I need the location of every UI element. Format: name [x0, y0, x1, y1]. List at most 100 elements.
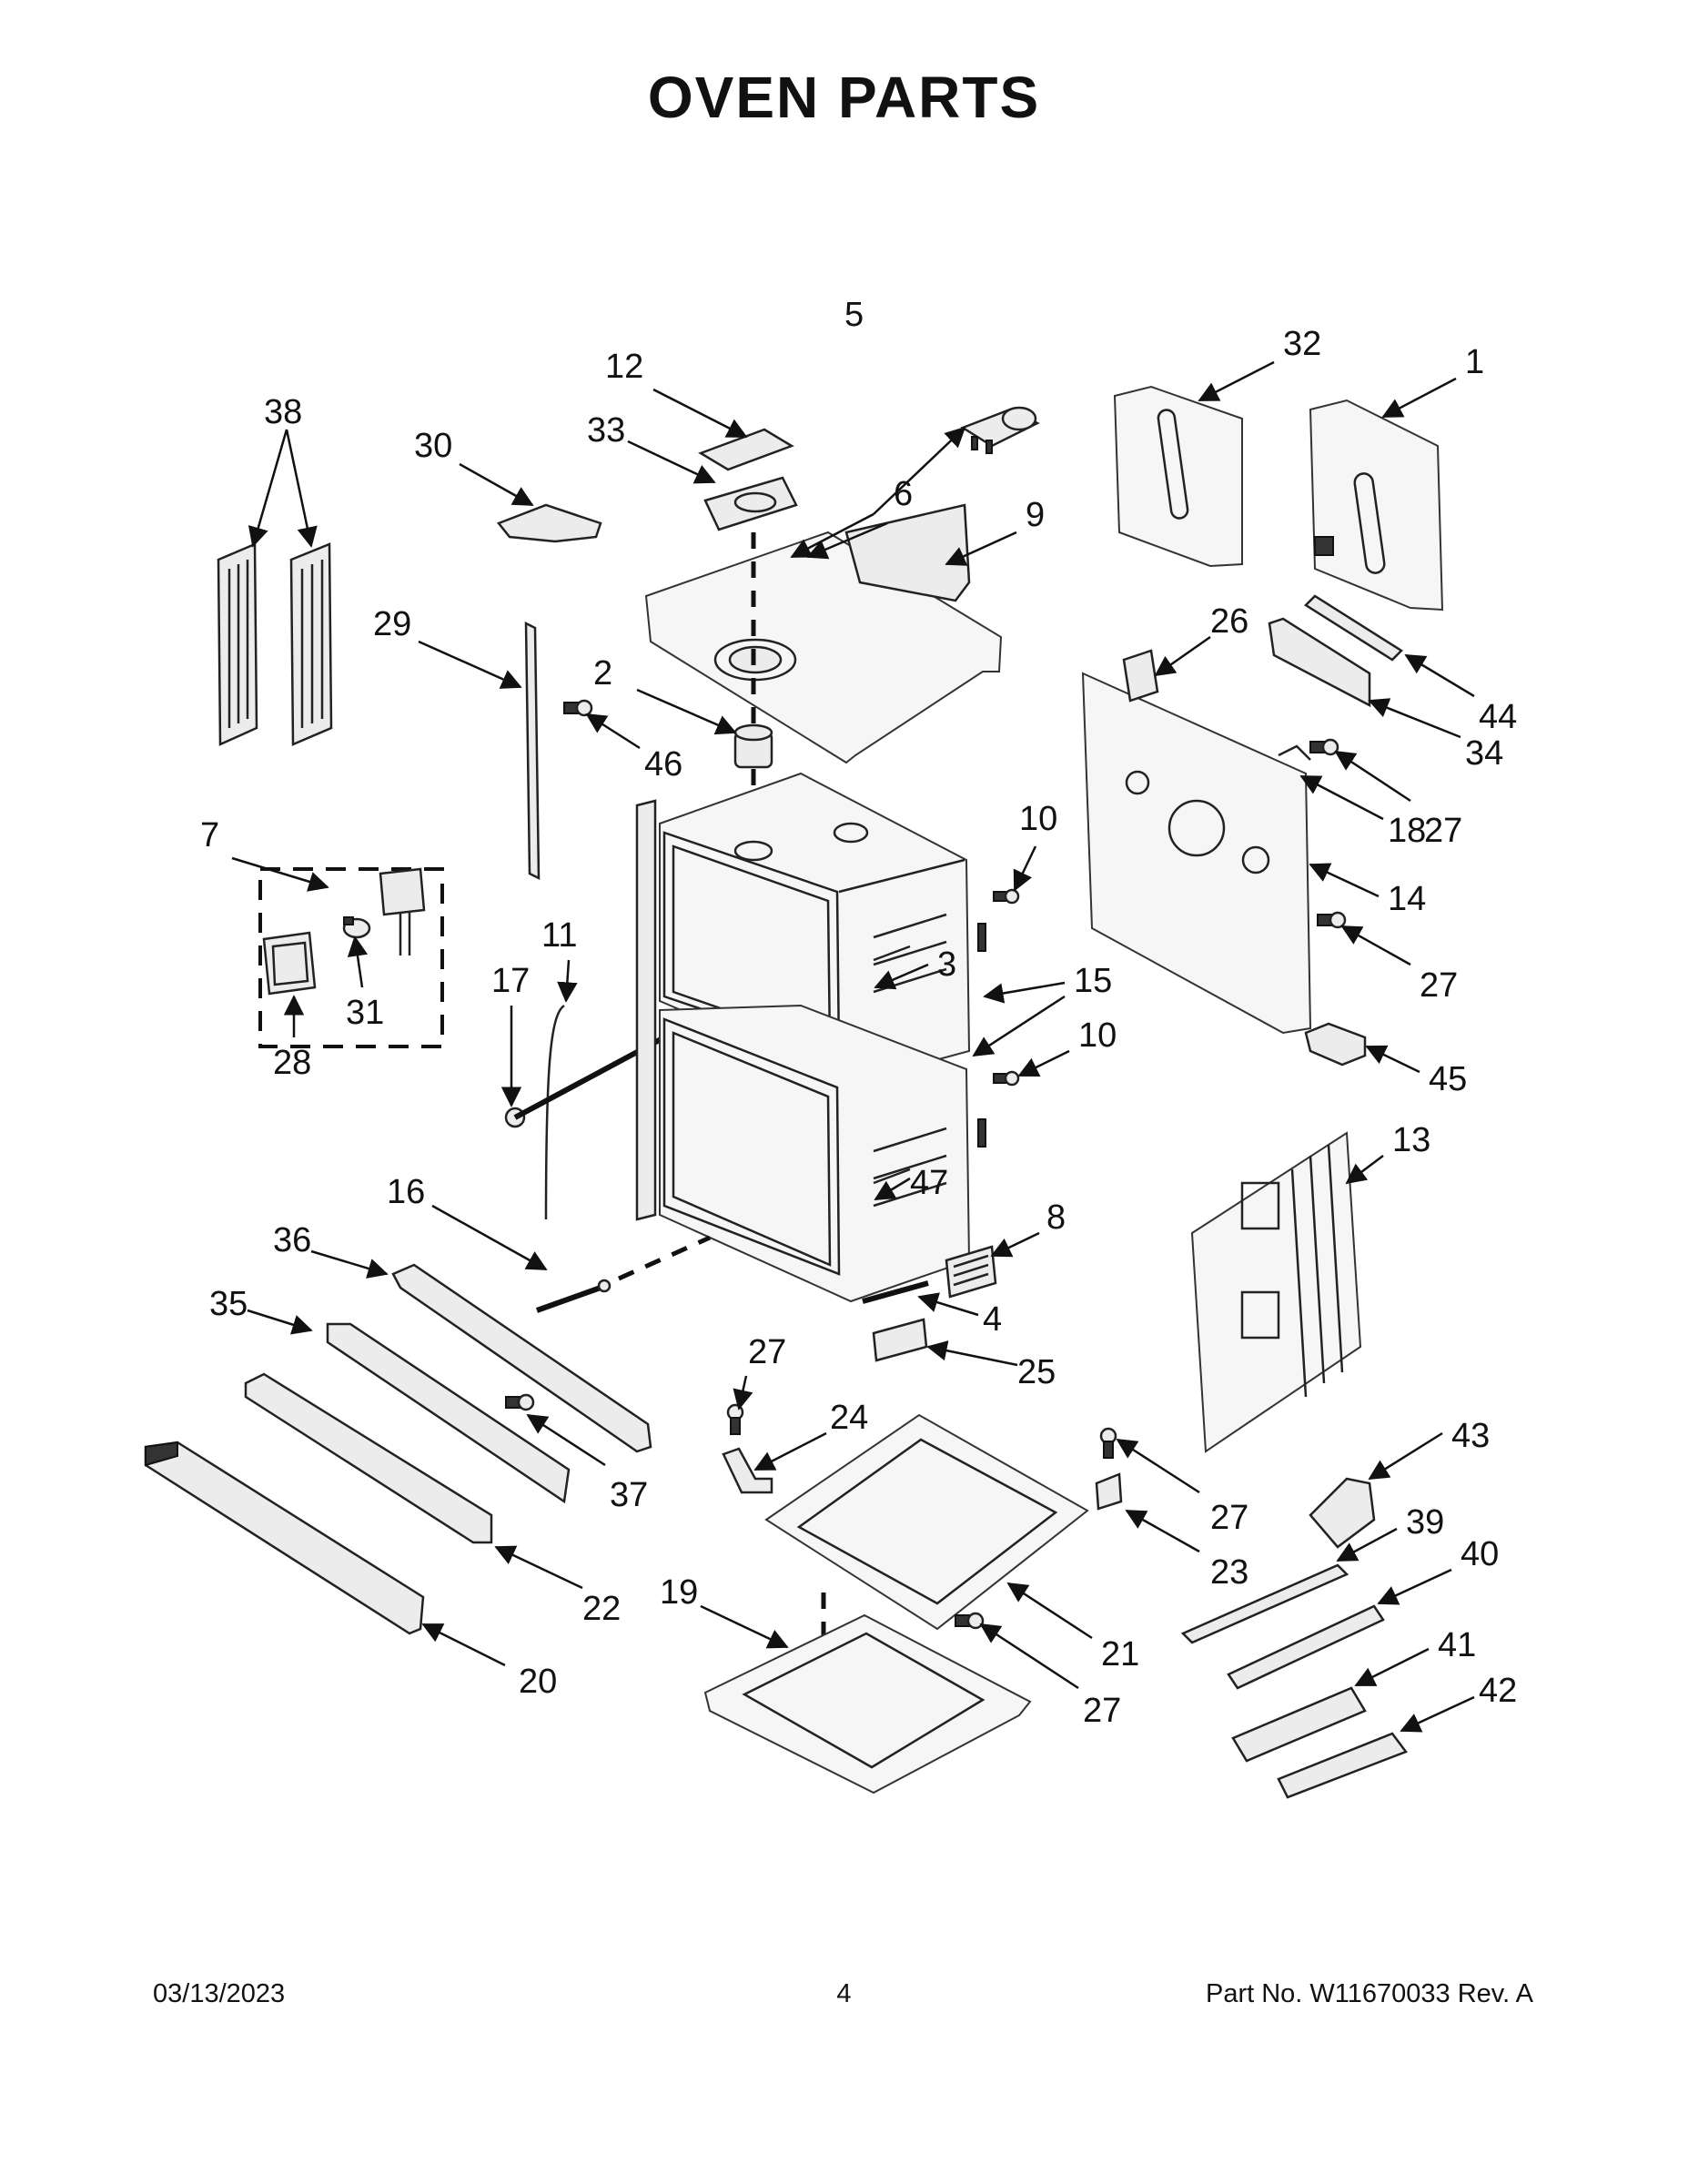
part-14-rear-panel — [1081, 672, 1312, 1035]
footer-date: 03/13/2023 — [153, 1979, 286, 2008]
part-38-oven-rack-slides — [217, 542, 333, 746]
footer-part-number: Part No. W11670033 Rev. A — [1205, 1979, 1533, 2008]
callout-7: 7 — [200, 816, 219, 854]
callout-24: 24 — [830, 1399, 868, 1437]
part-27-screw-b — [955, 1612, 985, 1630]
part-4-element — [862, 1280, 929, 1304]
part-32-side-panel — [1113, 385, 1243, 568]
part-19-bottom-panel — [703, 1613, 1032, 1795]
part-16-hinge-rod — [535, 1279, 612, 1313]
callout-36: 36 — [273, 1221, 311, 1259]
part-7-kit-group — [258, 867, 444, 1048]
part-34-bracket — [1268, 617, 1371, 708]
callout-43: 43 — [1451, 1417, 1490, 1455]
part-29-trim — [524, 621, 541, 881]
callout-41: 41 — [1438, 1626, 1476, 1664]
oven-cavity-body — [635, 772, 986, 1303]
callout-3: 3 — [937, 945, 956, 984]
part-9-duct — [844, 503, 971, 602]
callout-6: 6 — [894, 475, 913, 513]
callout-35: 35 — [209, 1285, 248, 1323]
callout-27d: 27 — [1424, 812, 1462, 850]
callout-11: 11 — [541, 916, 577, 955]
callout-25: 25 — [1017, 1353, 1056, 1391]
callout-10a: 10 — [1019, 800, 1057, 838]
leader-arrows — [231, 360, 1475, 1733]
callout-1: 1 — [1465, 343, 1484, 381]
part-22-trim — [244, 1372, 493, 1544]
part-41-duct — [1231, 1686, 1367, 1763]
callout-34: 34 — [1465, 734, 1503, 773]
part-37-screw — [505, 1393, 535, 1411]
callout-28: 28 — [273, 1044, 311, 1082]
callout-9: 9 — [1026, 496, 1045, 534]
part-1-side-panel — [1309, 399, 1444, 612]
callout-12: 12 — [605, 348, 643, 386]
part-43-cover — [1309, 1477, 1376, 1549]
callout-40: 40 — [1461, 1535, 1499, 1573]
part-40-trim — [1227, 1604, 1385, 1690]
part-13-insulation-panel — [1190, 1131, 1362, 1453]
part-7-sensor — [379, 867, 426, 956]
part-3-rack-support — [873, 945, 911, 962]
callout-46: 46 — [644, 745, 682, 784]
part-18-gasket — [1278, 744, 1311, 761]
callout-16: 16 — [387, 1173, 425, 1211]
part-11-wire-harness — [544, 1004, 565, 1220]
part-21-bottom-tray — [764, 1413, 1089, 1631]
part-46-screw — [563, 699, 593, 717]
part-36-trim — [391, 1263, 652, 1453]
callout-45: 45 — [1429, 1060, 1467, 1098]
callout-42: 42 — [1479, 1672, 1517, 1710]
part-2-blower-motor — [733, 723, 773, 769]
callout-29: 29 — [373, 605, 411, 643]
callout-15: 15 — [1074, 962, 1112, 1000]
part-28-light-lens — [262, 931, 317, 996]
part-44-strip — [1304, 594, 1403, 662]
callout-37: 37 — [610, 1476, 648, 1514]
part-23-bracket — [1095, 1472, 1123, 1511]
callout-32: 32 — [1283, 325, 1321, 363]
callout-33: 33 — [587, 411, 625, 450]
callout-38: 38 — [264, 393, 302, 431]
part-45-bracket — [1304, 1022, 1367, 1067]
callout-30: 30 — [414, 427, 452, 465]
callout-19: 19 — [660, 1573, 698, 1612]
part-31-light-bulb — [342, 916, 371, 939]
callout-17: 17 — [491, 962, 530, 1000]
callout-27a: 27 — [748, 1333, 786, 1371]
callout-8: 8 — [1046, 1198, 1066, 1237]
callout-47: 47 — [910, 1164, 948, 1202]
part-27-screw-d — [1309, 738, 1339, 756]
part-25-terminal-block — [872, 1318, 928, 1362]
callout-5: 5 — [844, 296, 864, 334]
footer-page-number: 4 — [836, 1979, 852, 2008]
callout-31: 31 — [346, 994, 384, 1032]
part-10-screw-upper — [993, 888, 1020, 905]
part-42-duct — [1277, 1732, 1408, 1799]
callout-21: 21 — [1101, 1635, 1139, 1673]
callout-20: 20 — [519, 1663, 557, 1701]
page-title: OVEN PARTS — [647, 65, 1041, 130]
callout-22: 22 — [582, 1590, 621, 1628]
callout-10b: 10 — [1078, 1016, 1117, 1055]
callout-labels: 1 2 3 4 5 6 7 8 9 10 10 11 12 13 14 15 1… — [200, 296, 1517, 1730]
part-26-box — [1122, 649, 1159, 703]
callout-18: 18 — [1388, 812, 1426, 850]
part-30-bracket — [496, 503, 602, 543]
callout-13: 13 — [1392, 1121, 1430, 1159]
callout-26: 26 — [1210, 602, 1248, 641]
part-24-bracket — [722, 1447, 773, 1494]
part-8-filter — [945, 1245, 997, 1299]
part-27-screw-c — [1099, 1427, 1117, 1459]
callout-27c: 27 — [1210, 1499, 1248, 1537]
callout-23: 23 — [1210, 1553, 1248, 1592]
part-39-trim — [1180, 1563, 1349, 1644]
part-47-rack-support — [873, 1168, 911, 1185]
part-27-screw-a — [726, 1403, 744, 1435]
callout-27b: 27 — [1083, 1692, 1121, 1730]
part-33-vent-housing — [703, 476, 798, 531]
part-5-switch — [960, 406, 1040, 454]
part-20-bottom-trim — [144, 1441, 425, 1635]
